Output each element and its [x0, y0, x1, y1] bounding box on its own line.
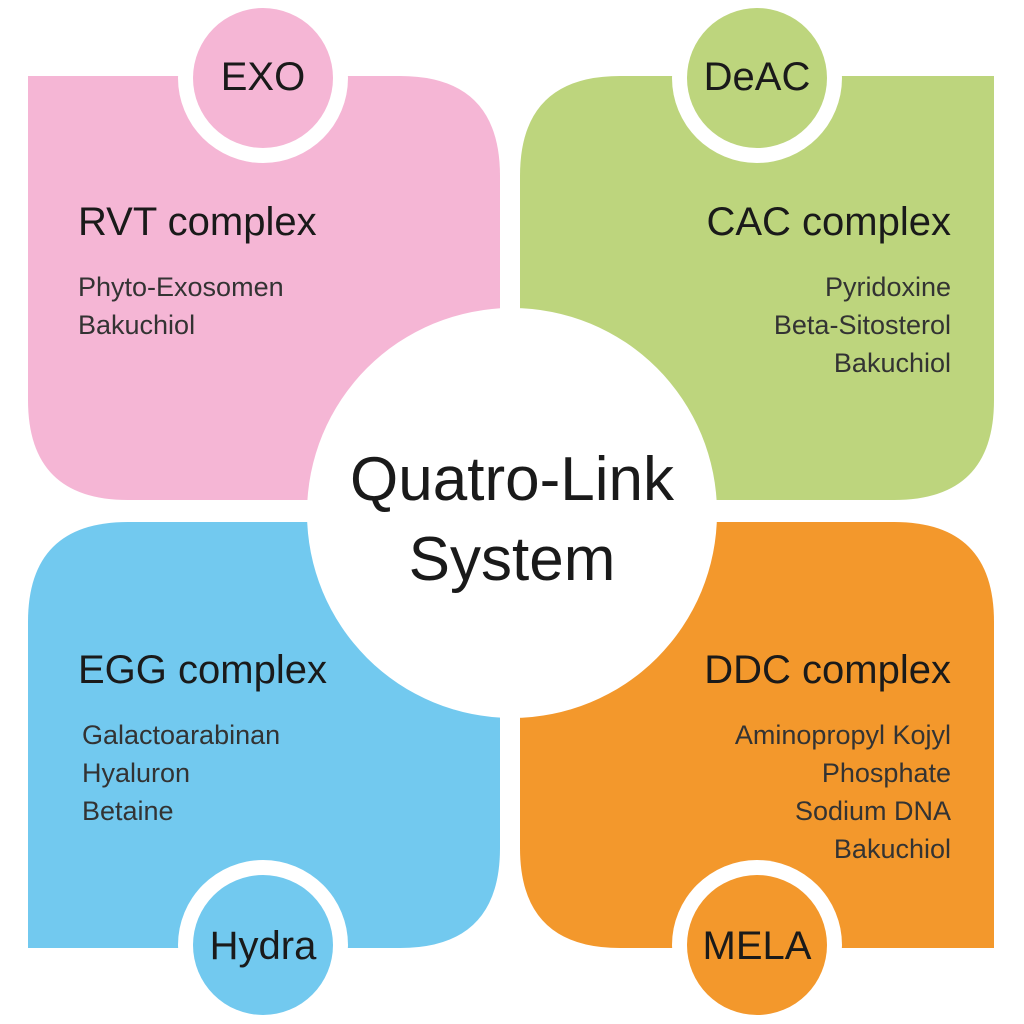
- center-title: Quatro-Link System: [302, 440, 722, 600]
- center-title-line-2: System: [408, 525, 616, 594]
- ingredient-bottom-left-1: Galactoarabinan: [82, 720, 281, 750]
- badge-label-bottom-left: Hydra: [209, 924, 317, 968]
- ingredient-top-left-1: Phyto-Exosomen: [78, 272, 284, 302]
- ingredient-bottom-right-2: Phosphate: [821, 758, 951, 788]
- complex-title-top-left: RVT complex: [78, 200, 317, 244]
- complex-title-top-right: CAC complex: [706, 200, 951, 244]
- complex-title-bottom-left: EGG complex: [78, 648, 327, 692]
- center-title-line-1: Quatro-Link: [350, 445, 674, 514]
- badge-label-top-right: DeAC: [703, 55, 811, 99]
- ingredient-top-right-2: Beta-Sitosterol: [773, 310, 951, 340]
- ingredient-bottom-right-3: Sodium DNA: [794, 796, 951, 826]
- badge-circle-top-left: [193, 8, 333, 148]
- ingredient-bottom-left-2: Hyaluron: [82, 758, 191, 788]
- badge-circle-bottom-right: [687, 875, 827, 1015]
- center-circle: [307, 308, 717, 718]
- ingredient-top-right-3: Bakuchiol: [833, 348, 951, 378]
- ingredient-top-left-2: Bakuchiol: [78, 310, 196, 340]
- ingredient-bottom-right-4: Bakuchiol: [833, 834, 951, 864]
- complex-title-bottom-right: DDC complex: [704, 648, 951, 692]
- badge-label-bottom-right: MELA: [702, 924, 812, 968]
- ingredient-bottom-right-1: Aminopropyl Kojyl: [734, 720, 951, 750]
- badge-circle-bottom-left: [193, 875, 333, 1015]
- ingredient-bottom-left-3: Betaine: [82, 796, 174, 826]
- badge-circle-top-right: [687, 8, 827, 148]
- ingredient-top-right-1: Pyridoxine: [824, 272, 951, 302]
- badge-label-top-left: EXO: [220, 55, 306, 99]
